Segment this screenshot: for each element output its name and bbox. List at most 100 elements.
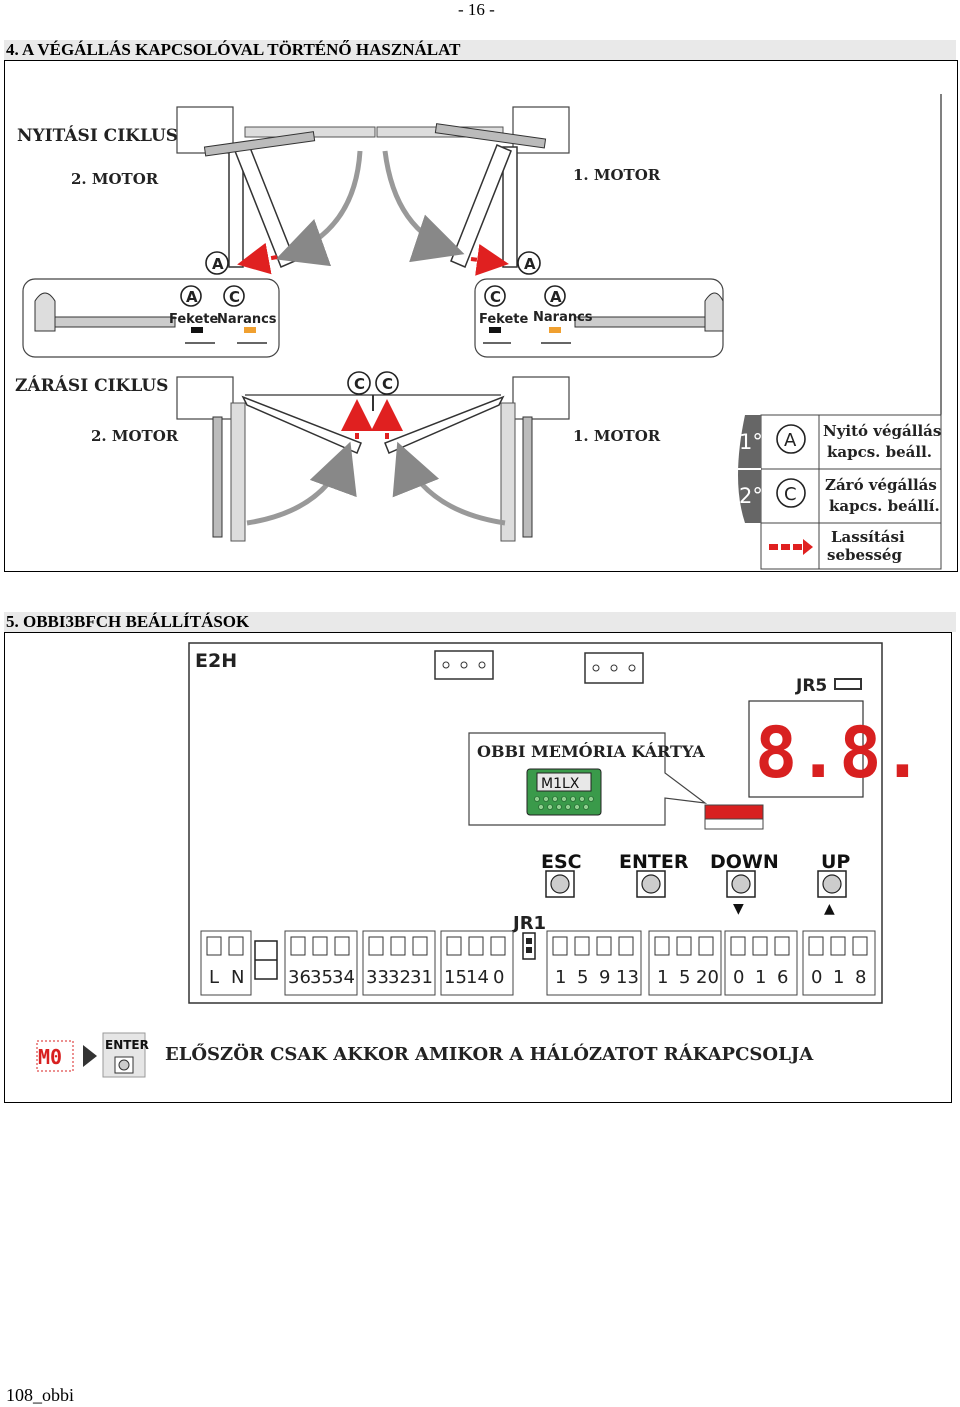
terminal-label: 13 [616,967,639,988]
section-5-heading: 5. OBBI3BFCH BEÁLLÍTÁSOK [4,612,956,632]
note-display-box [36,1040,74,1072]
legend-row2-line2: kapcs. beállí. [829,497,940,515]
terminal-screw[interactable] [228,936,244,956]
note-arrow-icon [83,1045,97,1067]
legend-row3-line1: Lassítási [831,528,905,546]
terminal-label: 31 [410,967,433,988]
terminal-screw[interactable] [290,936,306,956]
close-cycle-title: ZÁRÁSI CIKLUS [15,375,168,396]
memory-card-label: OBBI MEMÓRIA KÁRTYA [477,741,705,761]
left-detail-a: A [186,288,198,306]
terminal-screw[interactable] [446,936,462,956]
terminal-screw[interactable] [490,936,506,956]
terminal-screw[interactable] [654,936,670,956]
close-c-right: C [382,375,393,393]
board-settings-frame: E2H JR5 8.8. OBBI MEMÓRIA KÁRTYA M1LX ES… [4,632,952,1103]
right-orange-label: Narancs [533,310,593,325]
terminal-label: 8 [855,967,866,988]
up-label: UP [821,851,850,873]
terminal-label: 14 [466,967,489,988]
jr5-label: JR5 [795,676,827,696]
terminal-screw[interactable] [574,936,590,956]
right-a-letter: A [524,255,536,273]
display-value: 8.8. [755,712,924,794]
terminal-label: 5 [577,967,588,988]
terminal-screw[interactable] [698,936,714,956]
note-display-value: M0 [38,1045,62,1069]
open-cycle-title: NYITÁSI CIKLUS [17,125,178,146]
limit-switch-diagram: NYITÁSI CIKLUS 2. MOTOR 1. MOTOR A A A [15,94,942,570]
terminal-screw[interactable] [852,936,868,956]
terminal-label: 1 [657,967,668,988]
right-black-label: Fekete [479,312,528,327]
terminal-screw[interactable] [552,936,568,956]
right-orange-marker [549,327,561,333]
connector-right [584,652,644,684]
terminal-label: 6 [777,967,788,988]
segment-display [748,700,864,798]
terminal-screw[interactable] [752,936,768,956]
terminal-label: 1 [755,967,766,988]
note-enter-label: ENTER [105,1038,149,1052]
terminal-label: 34 [332,967,355,988]
left-black-marker [191,327,203,333]
terminal-screw[interactable] [412,936,428,956]
connector-left [434,650,494,680]
terminal-screw[interactable] [596,936,612,956]
terminal-screw[interactable] [808,936,824,956]
terminal-label: 36 [288,967,311,988]
left-orange-label: Narancs [217,312,277,327]
legend-row1-line1: Nyitó végállás [823,422,941,440]
terminal-screw[interactable] [676,936,692,956]
terminal-screw[interactable] [618,936,634,956]
terminal-screw[interactable] [774,936,790,956]
legend-table: 1° 2° A C Nyitó végállás kapcs. beáll. Z… [733,414,942,570]
terminal-label: 1 [833,967,844,988]
jr1-label: JR1 [511,913,546,934]
terminal-screw[interactable] [390,936,406,956]
chip-label: M1LX [541,776,580,792]
jr1-jumper[interactable] [522,932,536,960]
section-4-heading: 4. A VÉGÁLLÁS KAPCSOLÓVAL TÖRTÉNŐ HASZNÁ… [4,40,956,60]
terminal-screw[interactable] [206,936,222,956]
left-leaf-slowing [234,144,296,268]
terminal-label: 35 [310,967,333,988]
right-a-marker [517,251,541,275]
left-black-label: Fekete [169,312,218,327]
terminal-screw[interactable] [830,936,846,956]
close-motor2-label: 2. MOTOR [91,427,179,445]
down-arrow-icon: ▼ [733,901,744,917]
terminal-label: 33 [366,967,389,988]
terminal-screw[interactable] [468,936,484,956]
jr5-jumper[interactable] [834,678,862,690]
terminal-label: 5 [679,967,690,988]
footer-code: 108_obbi [6,1385,75,1405]
legend-step-2: 2° [739,484,763,508]
legend-letter-a: A [784,430,797,451]
left-leaf-closing [241,395,362,454]
page-number: - 16 - [458,0,495,19]
terminal-screw[interactable] [730,936,746,956]
terminal-screw[interactable] [334,936,350,956]
legend-row2-line1: Záró végállás [825,476,937,494]
open-motor1-label: 1. MOTOR [573,166,661,184]
terminal-screw[interactable] [312,936,328,956]
right-leaf-slowing [450,144,512,268]
terminal-label: 15 [444,967,467,988]
limit-switch-diagram-frame: NYITÁSI CIKLUS 2. MOTOR 1. MOTOR A A A [4,60,958,572]
terminal-label: 0 [493,967,504,988]
terminal-label: 20 [696,967,719,988]
terminal-label: 32 [388,967,411,988]
right-detail-a: A [550,288,562,306]
left-detail-c: C [229,288,240,306]
legend-row1-line2: kapcs. beáll. [827,443,932,461]
down-label: DOWN [710,851,779,873]
terminal-screw[interactable] [368,936,384,956]
up-arrow-icon: ▲ [824,901,835,917]
legend-step-1: 1° [739,430,763,454]
left-a-marker [205,251,229,275]
esc-label: ESC [541,851,582,873]
close-c-left: C [354,375,365,393]
close-motor1-label: 1. MOTOR [573,427,661,445]
legend-letter-c: C [784,484,797,505]
